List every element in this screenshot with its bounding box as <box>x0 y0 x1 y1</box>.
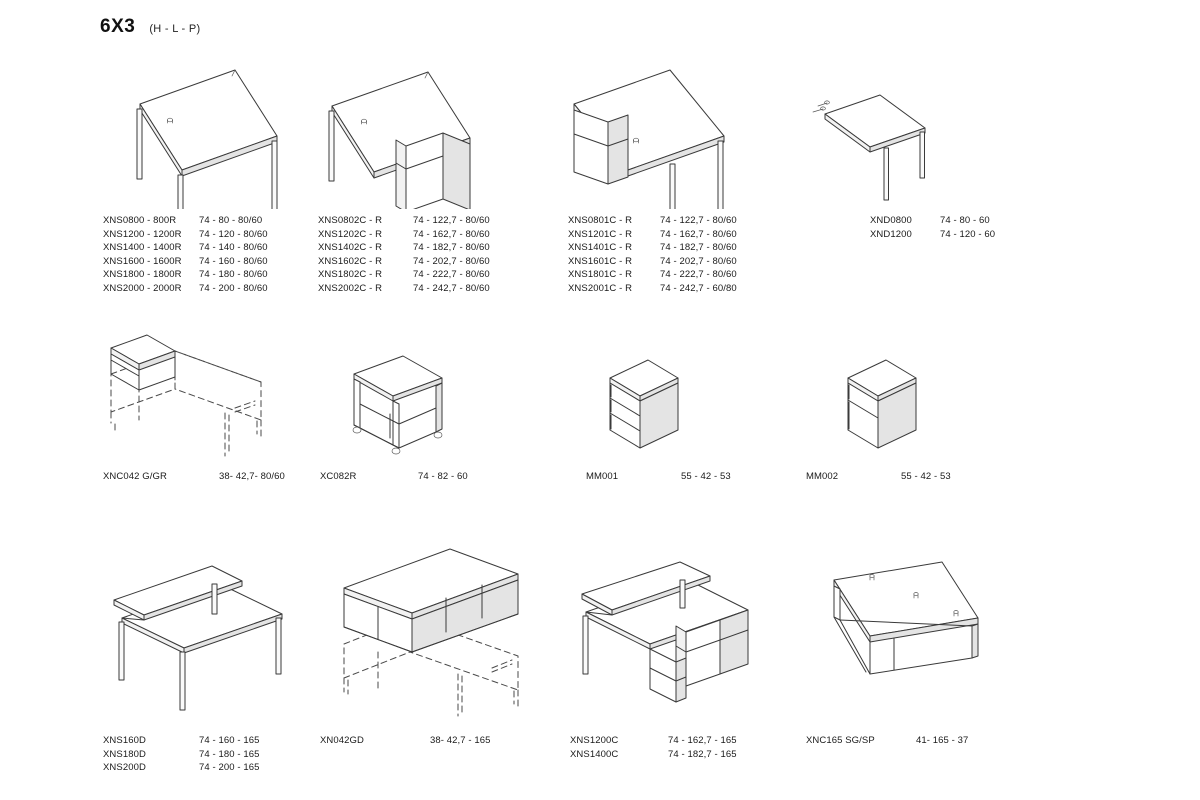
dimension-key: (H - L - P) <box>149 23 201 35</box>
drawing-desk-return <box>812 94 926 201</box>
product-figure-pedestal-three-drawer <box>596 352 716 462</box>
drawing-bench-desk-pedestals <box>581 561 749 703</box>
drawing-desk-straight <box>136 69 278 209</box>
drawing-mobile-open-unit <box>352 355 443 455</box>
product-figure-credenza-shelf <box>810 556 1000 686</box>
drawing-credenza-shelf <box>833 561 979 675</box>
drawing-bench-overhead-bridge <box>343 548 519 717</box>
product-figure-bench-double-desk <box>92 556 302 716</box>
product-figure-pedestal-two-drawer <box>834 352 954 462</box>
drawing-desk-pedestal-right <box>328 71 471 209</box>
product-figure-mobile-open-unit <box>340 348 475 463</box>
drawing-desk-pedestal-left <box>573 69 725 209</box>
product-figure-overhead-bridge <box>95 308 300 458</box>
product-figure-desk-pedestal-right <box>310 64 510 209</box>
page-header: 6X3 (H - L - P) <box>100 16 200 38</box>
drawing-bench-double-desk <box>113 565 283 711</box>
product-figure-desk-pedestal-left <box>552 64 762 209</box>
page-title: 6X3 <box>100 16 136 37</box>
drawing-pedestal-two-drawer <box>847 359 917 449</box>
drawing-overhead-bridge <box>110 334 262 457</box>
product-figure-bench-overhead-bridge <box>322 540 552 720</box>
product-figure-desk-return <box>800 78 975 208</box>
drawing-pedestal-three-drawer <box>609 359 679 449</box>
product-figure-bench-desk-pedestals <box>568 556 778 716</box>
product-figure-desk-straight <box>92 64 292 209</box>
